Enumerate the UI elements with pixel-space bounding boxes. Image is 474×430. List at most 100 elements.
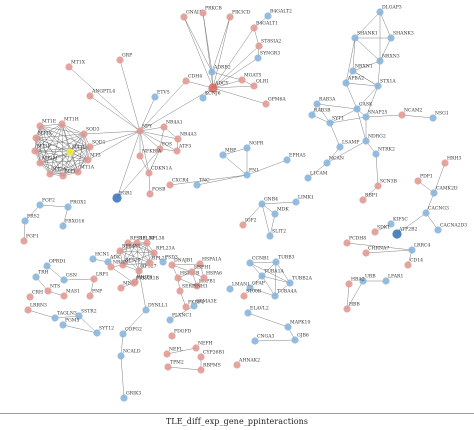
node-circle[interactable] [271, 292, 279, 300]
node-circle[interactable] [174, 135, 182, 143]
node-cyp[interactable]: CYP26B1 [197, 350, 225, 361]
node-sod1[interactable]: SOD1 [86, 140, 106, 151]
node-rps3[interactable]: RPL38 [143, 236, 165, 247]
node-shank[interactable]: SHANK1 [351, 31, 378, 42]
node-cd14[interactable]: CD14 [404, 258, 423, 269]
node-igf2[interactable]: IGF2 [239, 218, 257, 229]
node-tub1[interactable]: TUBB3 [272, 255, 295, 266]
node-circle[interactable] [371, 228, 379, 236]
node-apba[interactable]: APBA2 [342, 76, 364, 87]
node-rps2[interactable]: RPL30 [133, 236, 155, 247]
node-circle[interactable] [199, 9, 207, 17]
node-mt8[interactable]: MT3 [84, 153, 101, 164]
node-circle[interactable] [151, 93, 159, 101]
node-circle[interactable] [84, 156, 92, 164]
node-hba[interactable]: HBA2 [345, 277, 365, 288]
node-dna2[interactable]: HSPA1A [196, 257, 222, 268]
node-circle[interactable] [219, 151, 227, 159]
node-circle[interactable] [374, 182, 382, 190]
node-pdgf[interactable]: PDGFD [168, 329, 192, 340]
node-mt7[interactable]: MT1A [74, 165, 95, 176]
node-circle[interactable] [117, 352, 125, 360]
node-rab3[interactable]: RAB3A [313, 97, 336, 108]
node-egr[interactable]: EGR1 [112, 191, 132, 203]
node-circle[interactable] [143, 239, 151, 247]
node-circle[interactable] [119, 261, 127, 269]
node-copg[interactable]: COPG2 [119, 327, 142, 338]
node-circle[interactable] [292, 198, 300, 206]
node-circle[interactable] [36, 159, 44, 167]
node-chrn[interactable]: CHRNA7 [362, 246, 389, 257]
node-fgf2[interactable]: FGF2 [36, 198, 55, 209]
node-circle[interactable] [46, 170, 54, 178]
node-kcn[interactable]: KCNJ6 [199, 91, 221, 102]
node-circle[interactable] [197, 353, 205, 361]
node-circle[interactable] [255, 42, 263, 50]
node-pik3[interactable]: PIK3CD [226, 10, 251, 21]
node-olr[interactable]: OLR1 [250, 79, 269, 90]
node-circle[interactable] [197, 366, 205, 374]
node-kif[interactable]: KIF5C [387, 217, 408, 228]
node-circle[interactable] [382, 277, 390, 285]
node-pdp[interactable]: PDP1 [414, 174, 433, 185]
node-circle[interactable] [343, 239, 351, 247]
node-circle[interactable] [26, 293, 34, 301]
node-circle[interactable] [323, 159, 331, 167]
node-rbpms[interactable]: RBPMS [197, 363, 221, 374]
node-circle[interactable] [24, 306, 32, 314]
node-opn[interactable]: OPRD1 [43, 259, 66, 270]
node-circle[interactable] [349, 67, 357, 75]
node-circle[interactable] [86, 92, 94, 100]
node-circle[interactable] [362, 137, 370, 145]
node-circle[interactable] [258, 272, 266, 280]
node-st8s[interactable]: ST8SIA2 [255, 39, 281, 50]
node-lrp[interactable]: LRP1 [90, 272, 109, 283]
node-circle[interactable] [164, 363, 172, 371]
node-circle[interactable] [182, 303, 190, 311]
node-circle[interactable] [36, 201, 44, 209]
node-lpar[interactable]: LPAR1 [382, 274, 403, 285]
node-s100[interactable]: S100B [240, 289, 262, 300]
node-nfkb[interactable]: NFKBIA [136, 149, 162, 160]
node-circle[interactable] [119, 330, 127, 338]
node-circle[interactable] [32, 273, 40, 281]
node-cxcr4[interactable]: CXCR4 [166, 178, 189, 189]
node-circle[interactable] [190, 302, 198, 310]
node-cacng[interactable]: CACNG3 [422, 206, 449, 217]
node-circle[interactable] [136, 127, 144, 135]
node-mbp[interactable]: MBP [219, 148, 236, 159]
node-circle[interactable] [156, 145, 164, 153]
node-circle[interactable] [74, 168, 82, 176]
node-hub2[interactable]: ADCY [208, 81, 230, 93]
node-grik[interactable]: GRIK3 [120, 391, 141, 402]
node-ntrk[interactable]: NTRK2 [372, 147, 395, 158]
node-etv[interactable]: ETV5 [151, 90, 170, 101]
node-circle[interactable] [124, 239, 132, 247]
node-nefl[interactable]: NEFL [163, 347, 183, 358]
node-serp[interactable]: SERPINH1 [176, 284, 208, 295]
node-circle[interactable] [166, 181, 174, 189]
node-hbb[interactable]: HBB [343, 302, 360, 313]
node-circle[interactable] [107, 263, 115, 271]
node-circle[interactable] [308, 111, 316, 119]
node-circle[interactable] [31, 147, 39, 155]
node-rps6[interactable]: RPS29 [119, 258, 141, 269]
node-circle[interactable] [250, 24, 258, 32]
node-hub1[interactable]: NPY [136, 124, 153, 135]
node-pcdh[interactable]: PCDH8 [343, 236, 366, 247]
node-circle[interactable] [250, 82, 258, 90]
node-circle[interactable] [434, 226, 442, 234]
node-ubb[interactable]: UBB [359, 274, 376, 285]
node-dlgap[interactable]: DLGAP3 [376, 5, 402, 16]
node-hcn[interactable]: HCN1 [89, 252, 110, 263]
node-ncald[interactable]: NCALD [117, 349, 141, 360]
node-circle[interactable] [58, 120, 66, 128]
node-prox[interactable]: PROX1 [64, 200, 87, 211]
node-circle[interactable] [313, 100, 321, 108]
node-circle[interactable] [64, 203, 72, 211]
node-rps5[interactable]: RPL23A [150, 246, 175, 257]
node-dna5[interactable]: HSPB1 [193, 279, 216, 290]
node-gpm[interactable]: GPM6A [262, 97, 286, 108]
node-sty[interactable]: STX1A [374, 79, 396, 90]
node-scn[interactable]: SCN3B [374, 179, 398, 190]
